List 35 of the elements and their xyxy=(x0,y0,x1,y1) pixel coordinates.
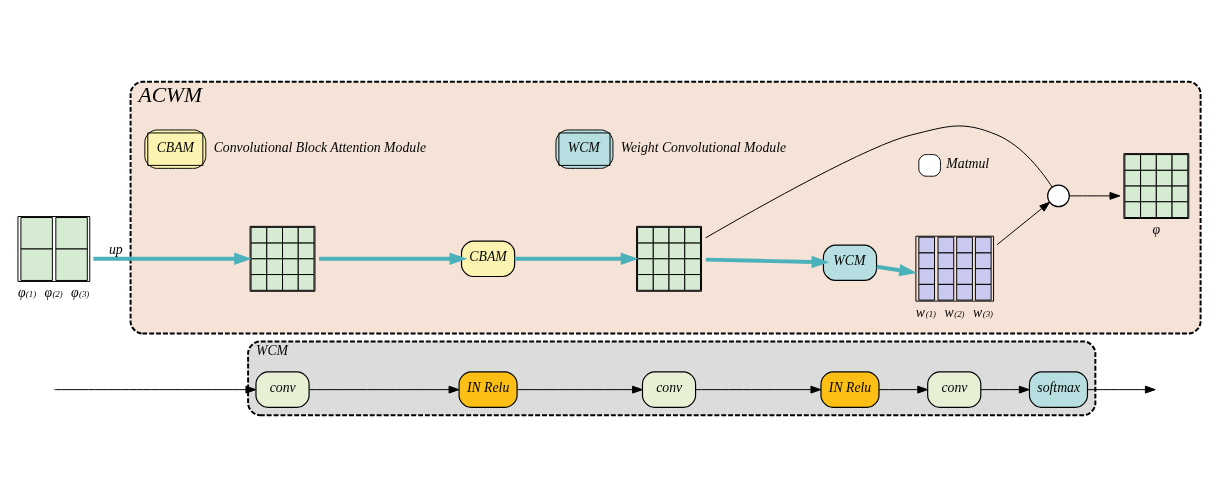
node-box: conv xyxy=(255,371,310,408)
node-box: conv xyxy=(641,371,697,408)
node-label: w(2) xyxy=(944,305,965,321)
arrow xyxy=(878,385,929,394)
node-circle xyxy=(1047,184,1070,208)
arrow xyxy=(514,252,639,266)
arrow xyxy=(318,252,468,266)
edge-label: up xyxy=(108,242,123,258)
arrow xyxy=(705,255,830,269)
node-label: φ(1) xyxy=(17,285,37,301)
node-box: conv xyxy=(927,371,982,408)
node-box: IN Relu xyxy=(458,371,518,408)
arrow xyxy=(516,385,643,394)
arrow xyxy=(1087,385,1156,394)
arrow xyxy=(876,264,917,277)
node-label: Weight Convolutional Module xyxy=(620,139,787,155)
connector xyxy=(705,125,1053,239)
arrow xyxy=(695,385,822,394)
arrow xyxy=(1068,191,1121,200)
node-label: Matmul xyxy=(946,156,990,172)
node-box: CBAM xyxy=(460,240,516,278)
node-box: WCM xyxy=(822,244,878,282)
node-label: w(1) xyxy=(915,305,937,321)
arrow xyxy=(980,385,1030,394)
node-label: Convolutional Block Attention Module xyxy=(213,139,427,155)
node-label: φ(2) xyxy=(44,285,63,301)
arrow xyxy=(54,385,257,394)
node-label: φ xyxy=(1152,222,1161,238)
node-box: softmax xyxy=(1028,371,1089,408)
node-box: IN Relu xyxy=(820,371,880,408)
arrow xyxy=(308,385,460,394)
node-label: φ(3) xyxy=(71,285,90,301)
arrow xyxy=(996,201,1051,246)
arrow xyxy=(93,252,252,266)
node-label: w(3) xyxy=(972,305,994,321)
